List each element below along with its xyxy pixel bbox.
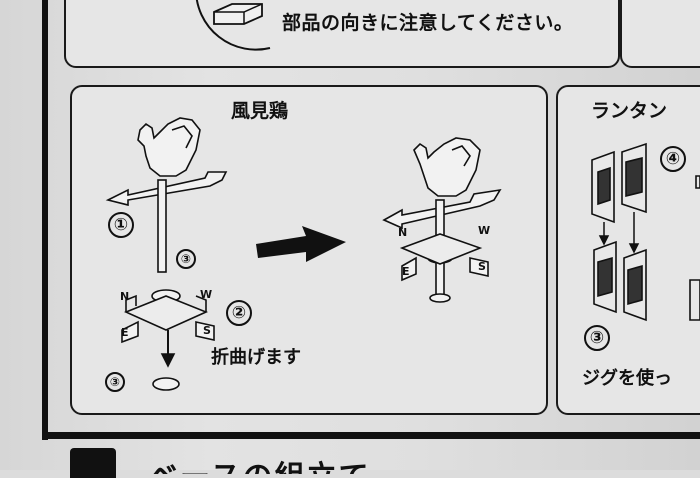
lantern-arrows [598,212,640,254]
compass-letters-right: N W E S [398,224,490,278]
weathervane-title: 風見鶏 [231,100,289,122]
lantern-panel [556,85,700,415]
compass-letters-left: N W E S [120,288,212,339]
svg-text:E: E [402,265,410,278]
step-3-marker: ③ [176,249,196,269]
rooster-vane-assembled-icon [382,137,502,303]
svg-text:E: E [121,326,129,339]
top-notice-panel [64,0,620,68]
svg-text:W: W [478,224,490,237]
lantern-panel-icon [591,142,700,322]
section-number-badge [70,448,116,478]
step-3-marker: ③ [584,325,610,351]
svg-text:S: S [203,324,211,337]
svg-text:N: N [120,290,129,303]
top-right-panel [620,0,700,68]
svg-text:W: W [200,288,212,301]
svg-text:S: S [478,260,486,273]
bend-instruction: 折曲げます [211,347,301,368]
left-border-line [42,0,48,440]
step-1-marker: ① [108,212,134,238]
jig-instruction: ジグを使っ [582,368,672,389]
next-section-heading: ベースの組立て [148,452,371,474]
bottom-border-line [42,432,700,439]
arrow-right-icon [256,226,346,262]
svg-text:N: N [398,226,407,239]
rooster-vane-exploded-icon [105,117,228,391]
step-2-marker: ② [226,300,252,326]
step-4-marker: ④ [660,146,686,172]
lantern-title: ランタン [591,100,668,122]
orientation-notice: 部品の向きに注意してください。 [282,12,574,34]
wood-block-icon [195,0,271,51]
step-3-marker: ③ [105,372,125,392]
